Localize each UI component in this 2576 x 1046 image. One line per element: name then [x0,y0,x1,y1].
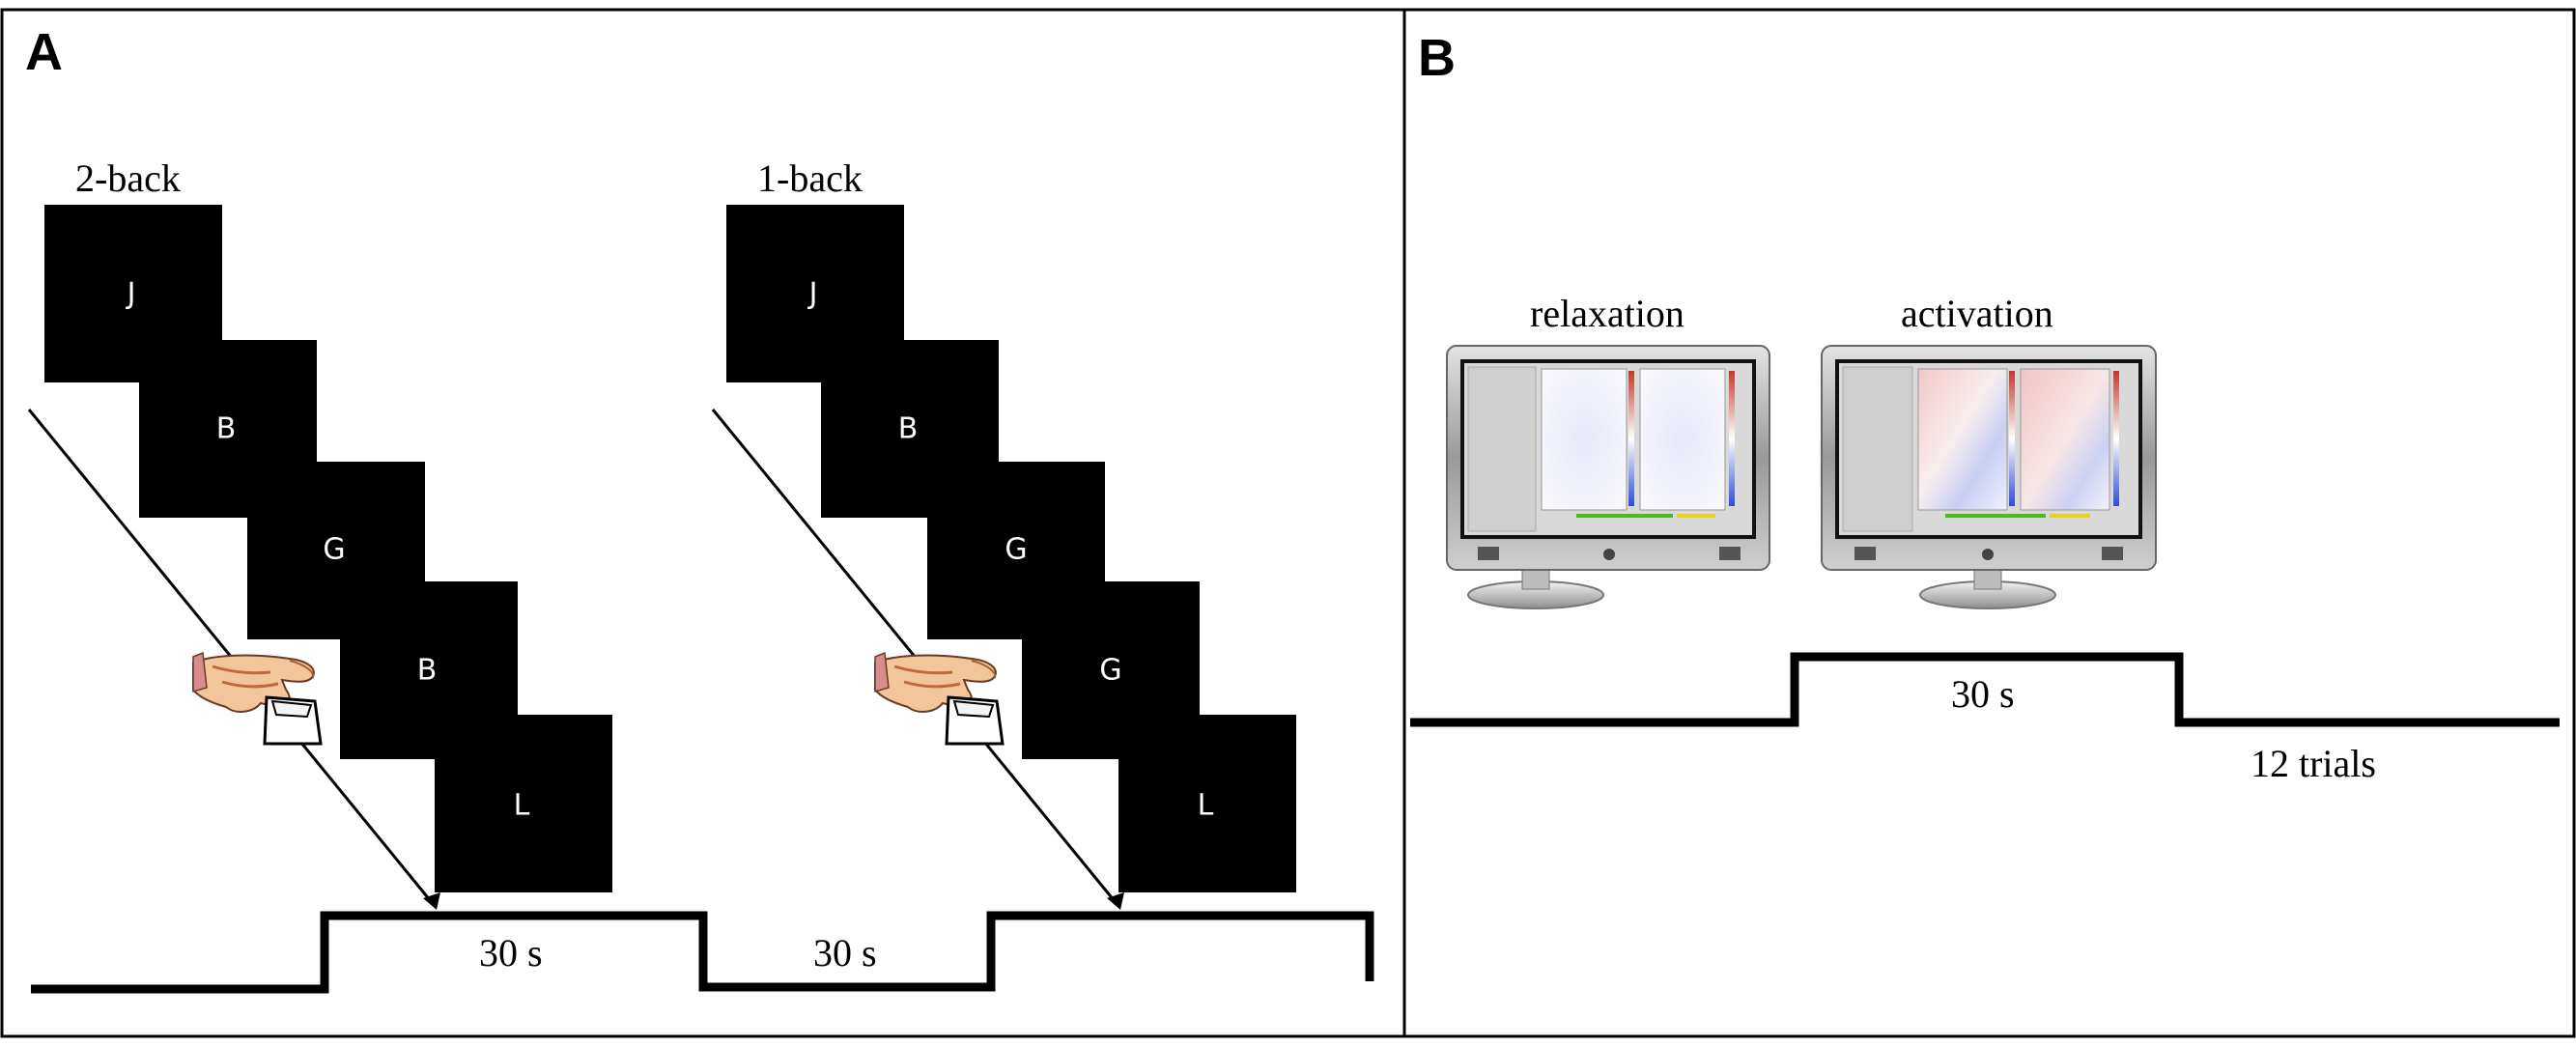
panel-b-letter: B [1418,29,1456,87]
control-sidebar [1842,366,1913,532]
color-scale-bar [1729,371,1735,506]
monitor-label-activation: activation [1901,292,2053,335]
stimulus-letter: B [417,654,438,688]
activation-map-left [1917,368,2008,511]
rest-duration-label: 30 s [813,931,877,975]
stimulus-letter: J [807,277,818,311]
block-2-back: 2-back J B G B L [27,156,612,910]
power-button-icon [1982,549,1994,560]
stimulus-letter: G [1005,533,1027,567]
speaker-grille [1854,547,1876,560]
speaker-grille [2102,547,2123,560]
block-timeline [31,911,1374,994]
task-duration-label: 30 s [479,931,543,975]
color-scale-bar [2009,371,2015,506]
stimulus-letter: G [323,533,345,567]
stimulus-card [435,715,612,892]
hand-pressing-button-icon [191,651,323,746]
feedback-bar-yellow [2050,514,2090,518]
color-scale-bar [1628,371,1634,506]
stimulus-letter: L [514,789,530,823]
activation-map-right [1639,368,1726,511]
monitor-label-relaxation: relaxation [1530,292,1684,335]
condition-label-1-back: 1-back [757,156,863,200]
monitor-relaxation: relaxation [1446,292,1770,609]
panel-a-letter: A [25,23,63,81]
condition-label-2-back: 2-back [75,156,181,200]
stimulus-letter: L [1198,789,1214,823]
color-scale-bar [2113,371,2119,506]
activation-map-left [1541,368,1628,511]
stimulus-card [1118,715,1296,892]
panel-a: A 2-back J B G B L 1-back J B [25,23,1374,994]
trial-count-label: 12 trials [2250,742,2376,785]
figure-frame [0,8,2576,1038]
speaker-grille [1719,547,1741,560]
stimulus-letter: B [216,412,237,446]
hand-pressing-button-icon [873,651,1005,746]
block-1-back: 1-back J B G G L [711,156,1296,910]
control-sidebar [1467,366,1537,532]
speaker-grille [1478,547,1499,560]
stimulus-letter: G [1099,654,1121,688]
arrow-head [423,892,440,910]
feedback-bar-yellow [1677,514,1715,518]
block-timeline [1410,652,2560,727]
stimulus-letter: J [126,277,136,311]
monitor-activation: activation [1821,292,2157,609]
feedback-bar-green [1576,514,1673,518]
arrow-head [1107,892,1124,910]
feedback-bar-green [1945,514,2046,518]
panel-b: B relaxation activation [1410,29,2560,785]
stimulus-letter: B [898,412,919,446]
activation-map-right [2020,368,2110,511]
block-duration-label: 30 s [1951,672,2015,716]
power-button-icon [1603,549,1615,560]
